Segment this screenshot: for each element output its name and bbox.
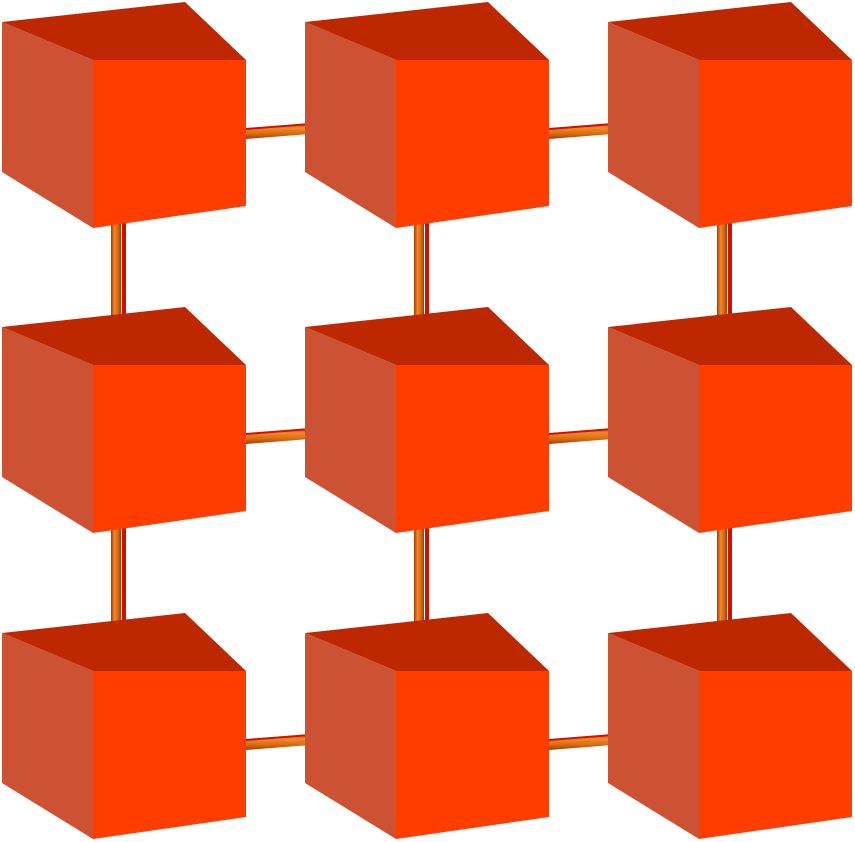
cube-node-r3c2 (305, 613, 549, 839)
rod-shadow (728, 220, 732, 317)
cube-front-face (93, 60, 246, 228)
cube-top-face (608, 307, 852, 365)
cube-left-face (305, 22, 396, 228)
cube-node-r1c3 (608, 2, 852, 228)
cube-node-r2c1 (2, 307, 246, 533)
cube-front-face (699, 365, 852, 533)
cube-front-face (396, 365, 549, 533)
cube-top-face (305, 2, 549, 60)
cube-node-r2c2 (305, 307, 549, 533)
rod-shadow (728, 525, 732, 623)
cube-left-face (2, 22, 93, 228)
cube-front-face (396, 60, 549, 228)
cube-front-face (93, 671, 246, 839)
cube-top-face (2, 2, 246, 60)
cube-front-face (699, 671, 852, 839)
cube-left-face (305, 327, 396, 533)
cube-front-face (396, 671, 549, 839)
cube-node-r1c1 (2, 2, 246, 228)
cube-top-face (305, 307, 549, 365)
cube-left-face (305, 633, 396, 839)
cube-top-face (305, 613, 549, 671)
cube-node-r3c3 (608, 613, 852, 839)
cube-top-face (608, 2, 852, 60)
cube-front-face (699, 60, 852, 228)
cube-top-face (2, 613, 246, 671)
cube-node-r3c1 (2, 613, 246, 839)
cube-node-r1c2 (305, 2, 549, 228)
cube-left-face (608, 327, 699, 533)
cube-left-face (608, 633, 699, 839)
cube-left-face (608, 22, 699, 228)
rod-shadow (122, 525, 126, 623)
rod-shadow (425, 220, 429, 317)
rod-shadow (425, 525, 429, 623)
rod-shadow (122, 220, 126, 317)
cube-left-face (2, 327, 93, 533)
cube-front-face (93, 365, 246, 533)
cube-top-face (608, 613, 852, 671)
cube-left-face (2, 633, 93, 839)
cube-top-face (2, 307, 246, 365)
cube-node-r2c3 (608, 307, 852, 533)
